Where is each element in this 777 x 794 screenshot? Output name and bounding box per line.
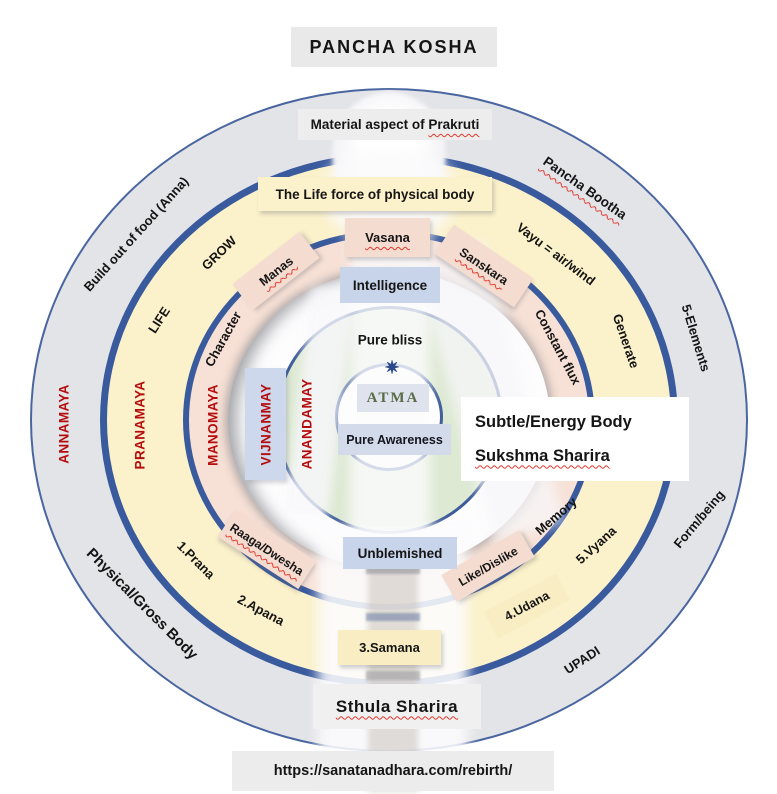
box-life-force: The Life force of physical body	[258, 177, 492, 211]
figure-leg-band	[366, 565, 420, 574]
label-annamaya: ANNAMAYA	[56, 384, 72, 464]
figure-leg-band	[366, 613, 420, 621]
pure-bliss-label: Pure bliss	[357, 332, 423, 348]
label-anandamay: ANANDAMAY	[299, 378, 315, 470]
label-manomaya: MANOMAYA	[205, 384, 221, 466]
vijnanmay-label: VIJNANMAY	[258, 383, 273, 465]
box-vasana: Vasana	[345, 218, 430, 257]
pure-awareness-box: Pure Awareness	[338, 424, 451, 455]
callout-subtle-energy-body: Subtle/Energy Body Sukshma Sharira	[461, 397, 689, 481]
atma-box: ATMA	[357, 384, 429, 412]
callout-sthula-sharira: Sthula Sharira	[313, 684, 481, 729]
subtle-energy-label: Subtle/Energy Body	[475, 412, 632, 431]
box-samana: 3.Samana	[338, 630, 441, 665]
subtitle-material-aspect: Material aspect of Prakruti	[298, 109, 492, 140]
sthula-sharira-label: Sthula Sharira	[335, 696, 459, 716]
subtitle-prefix: Material aspect of	[310, 117, 425, 132]
page-title: PANCHA KOSHA	[291, 27, 497, 67]
box-intelligence: Intelligence	[340, 267, 440, 303]
star-icon: ✷	[384, 357, 400, 378]
label-pranamaya: PRANAMAYA	[132, 380, 148, 470]
footer-url[interactable]: https://sanatanadhara.com/rebirth/	[232, 751, 554, 791]
prakruti-label: Prakruti	[428, 117, 480, 132]
vasana-label: Vasana	[365, 230, 410, 245]
sukshma-sharira-label: Sukshma Sharira	[475, 446, 610, 465]
box-unblemished: Unblemished	[343, 537, 457, 569]
box-vijnanmay: VIJNANMAY	[245, 368, 286, 480]
figure-leg-band	[366, 671, 420, 680]
